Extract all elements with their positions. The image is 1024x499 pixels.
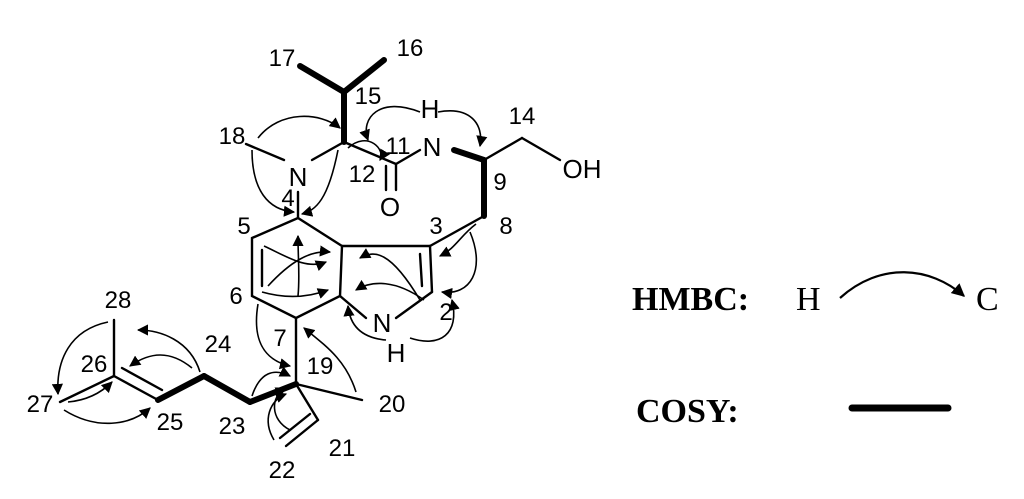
- position-19: 19: [307, 353, 334, 380]
- position-21: 21: [329, 435, 356, 462]
- hmbc-h23-c19: [251, 366, 292, 397]
- cosy-nh-c9: [451, 147, 487, 163]
- c26-c27-bond: [58, 374, 116, 404]
- hmbc-h2-c3a: [359, 248, 421, 301]
- position-26: 26: [81, 351, 108, 378]
- c8-c3-bond: [428, 214, 486, 248]
- legend-hmbc-arrow: [839, 271, 965, 299]
- position-11: 11: [386, 133, 411, 160]
- hmbc-h20-c7: [303, 327, 357, 393]
- carbonyl-oxygen-label: O: [380, 192, 400, 222]
- molecule-bonds: [58, 136, 562, 448]
- legend-hmbc-from: H: [796, 281, 821, 318]
- indole-nitrogen-label: N: [373, 308, 392, 338]
- position-5: 5: [237, 213, 250, 240]
- c3-c2-double-bond: [418, 252, 424, 288]
- position-22: 22: [269, 457, 296, 484]
- cosy-bonds: [155, 57, 487, 405]
- position-16: 16: [397, 35, 424, 62]
- position-12: 12: [349, 161, 376, 188]
- c21-c22-double-bond: [278, 412, 312, 440]
- n-c18-bond: [244, 142, 286, 162]
- position-28: 28: [105, 287, 132, 314]
- hmbc-h12-c4: [300, 149, 339, 217]
- cosy-c24-c23: [201, 373, 253, 405]
- position-15: 15: [355, 83, 382, 110]
- legend-hmbc-label: HMBC:: [632, 281, 749, 318]
- c3-c2-bond: [428, 244, 434, 294]
- c14-oh-bond: [520, 136, 562, 162]
- hmbc-h28-c27: [51, 321, 109, 396]
- c26-c25-bond: [112, 374, 160, 402]
- position-17: 17: [269, 45, 296, 72]
- c2-n1-bond: [394, 290, 434, 320]
- c11-nh-bond: [394, 148, 422, 166]
- cosy-c15-c17: [297, 63, 347, 95]
- hmbc-h5-c3a: [263, 245, 328, 271]
- n1-c7a-bond: [338, 294, 368, 320]
- hmbc-h24-c26: [129, 354, 193, 369]
- hmbc-arrows: [51, 105, 488, 441]
- c26-c25-double-bond: [120, 366, 164, 392]
- c9-c14-bond: [482, 136, 524, 162]
- hmbc-nh1-c7a: [343, 304, 387, 341]
- c19-c20-bond: [294, 382, 364, 402]
- hmbc-h6-c4: [267, 245, 332, 287]
- position-2: 2: [439, 299, 452, 326]
- hmbc-h22-c20: [267, 392, 288, 441]
- position-numbers: 2 3 4 5 6 7 8 9 11 12 14 15 16 17 18 19 …: [27, 35, 536, 484]
- benzene-ring: [250, 216, 344, 320]
- legend-cosy-label: COSY:: [636, 393, 739, 430]
- position-24: 24: [205, 331, 232, 358]
- c21-c22-bond: [284, 418, 320, 448]
- hmbc-nh1-c2: [409, 298, 460, 342]
- hmbc-h2-c7a: [355, 279, 425, 301]
- hmbc-h18-c4: [251, 149, 296, 217]
- position-8: 8: [499, 213, 512, 240]
- n-c12-bond: [310, 140, 346, 162]
- amide-hydrogen-label: H: [421, 94, 440, 124]
- hmbc-h18-c12: [257, 115, 341, 139]
- position-4: 4: [281, 185, 294, 212]
- indole-hydrogen-label: H: [387, 338, 406, 368]
- hmbc-c7-c4: [292, 234, 304, 297]
- hmbc-nh-c9: [437, 110, 488, 148]
- hmbc-h8-c2: [440, 231, 478, 299]
- position-20: 20: [379, 391, 406, 418]
- amide-nitrogen-label: N: [423, 132, 442, 162]
- position-18: 18: [219, 123, 246, 150]
- cosy-c25-c24: [155, 373, 207, 403]
- cosy-c23-c19: [247, 381, 299, 405]
- hmbc-nh-c12: [359, 105, 421, 142]
- position-3: 3: [429, 213, 442, 240]
- position-9: 9: [493, 169, 506, 196]
- position-14: 14: [509, 103, 536, 130]
- hmbc-h27-c26: [67, 381, 113, 403]
- hmbc-h12-c11: [347, 140, 390, 161]
- hydroxyl-label: OH: [563, 154, 602, 184]
- hmbc-h6-c19: [255, 303, 292, 370]
- hmbc-h8-c3: [438, 223, 477, 257]
- position-23: 23: [219, 413, 246, 440]
- position-25: 25: [157, 409, 184, 436]
- position-27: 27: [27, 391, 54, 418]
- position-6: 6: [229, 283, 242, 310]
- atom-labels: N N H O OH N H: [289, 94, 602, 368]
- hmbc-h27-c25: [63, 407, 151, 425]
- hmbc-h6-c7a: [261, 288, 330, 299]
- cosy-c15-c16: [341, 57, 387, 95]
- amine-nitrogen-label: N: [289, 162, 308, 192]
- c19-c21-bond: [294, 382, 320, 422]
- position-7: 7: [273, 325, 286, 352]
- hmbc-h22-c19: [273, 387, 291, 431]
- legend: HMBC: H C COSY:: [632, 271, 999, 430]
- legend-hmbc-to: C: [976, 281, 999, 318]
- hmbc-h24-c28: [136, 324, 201, 373]
